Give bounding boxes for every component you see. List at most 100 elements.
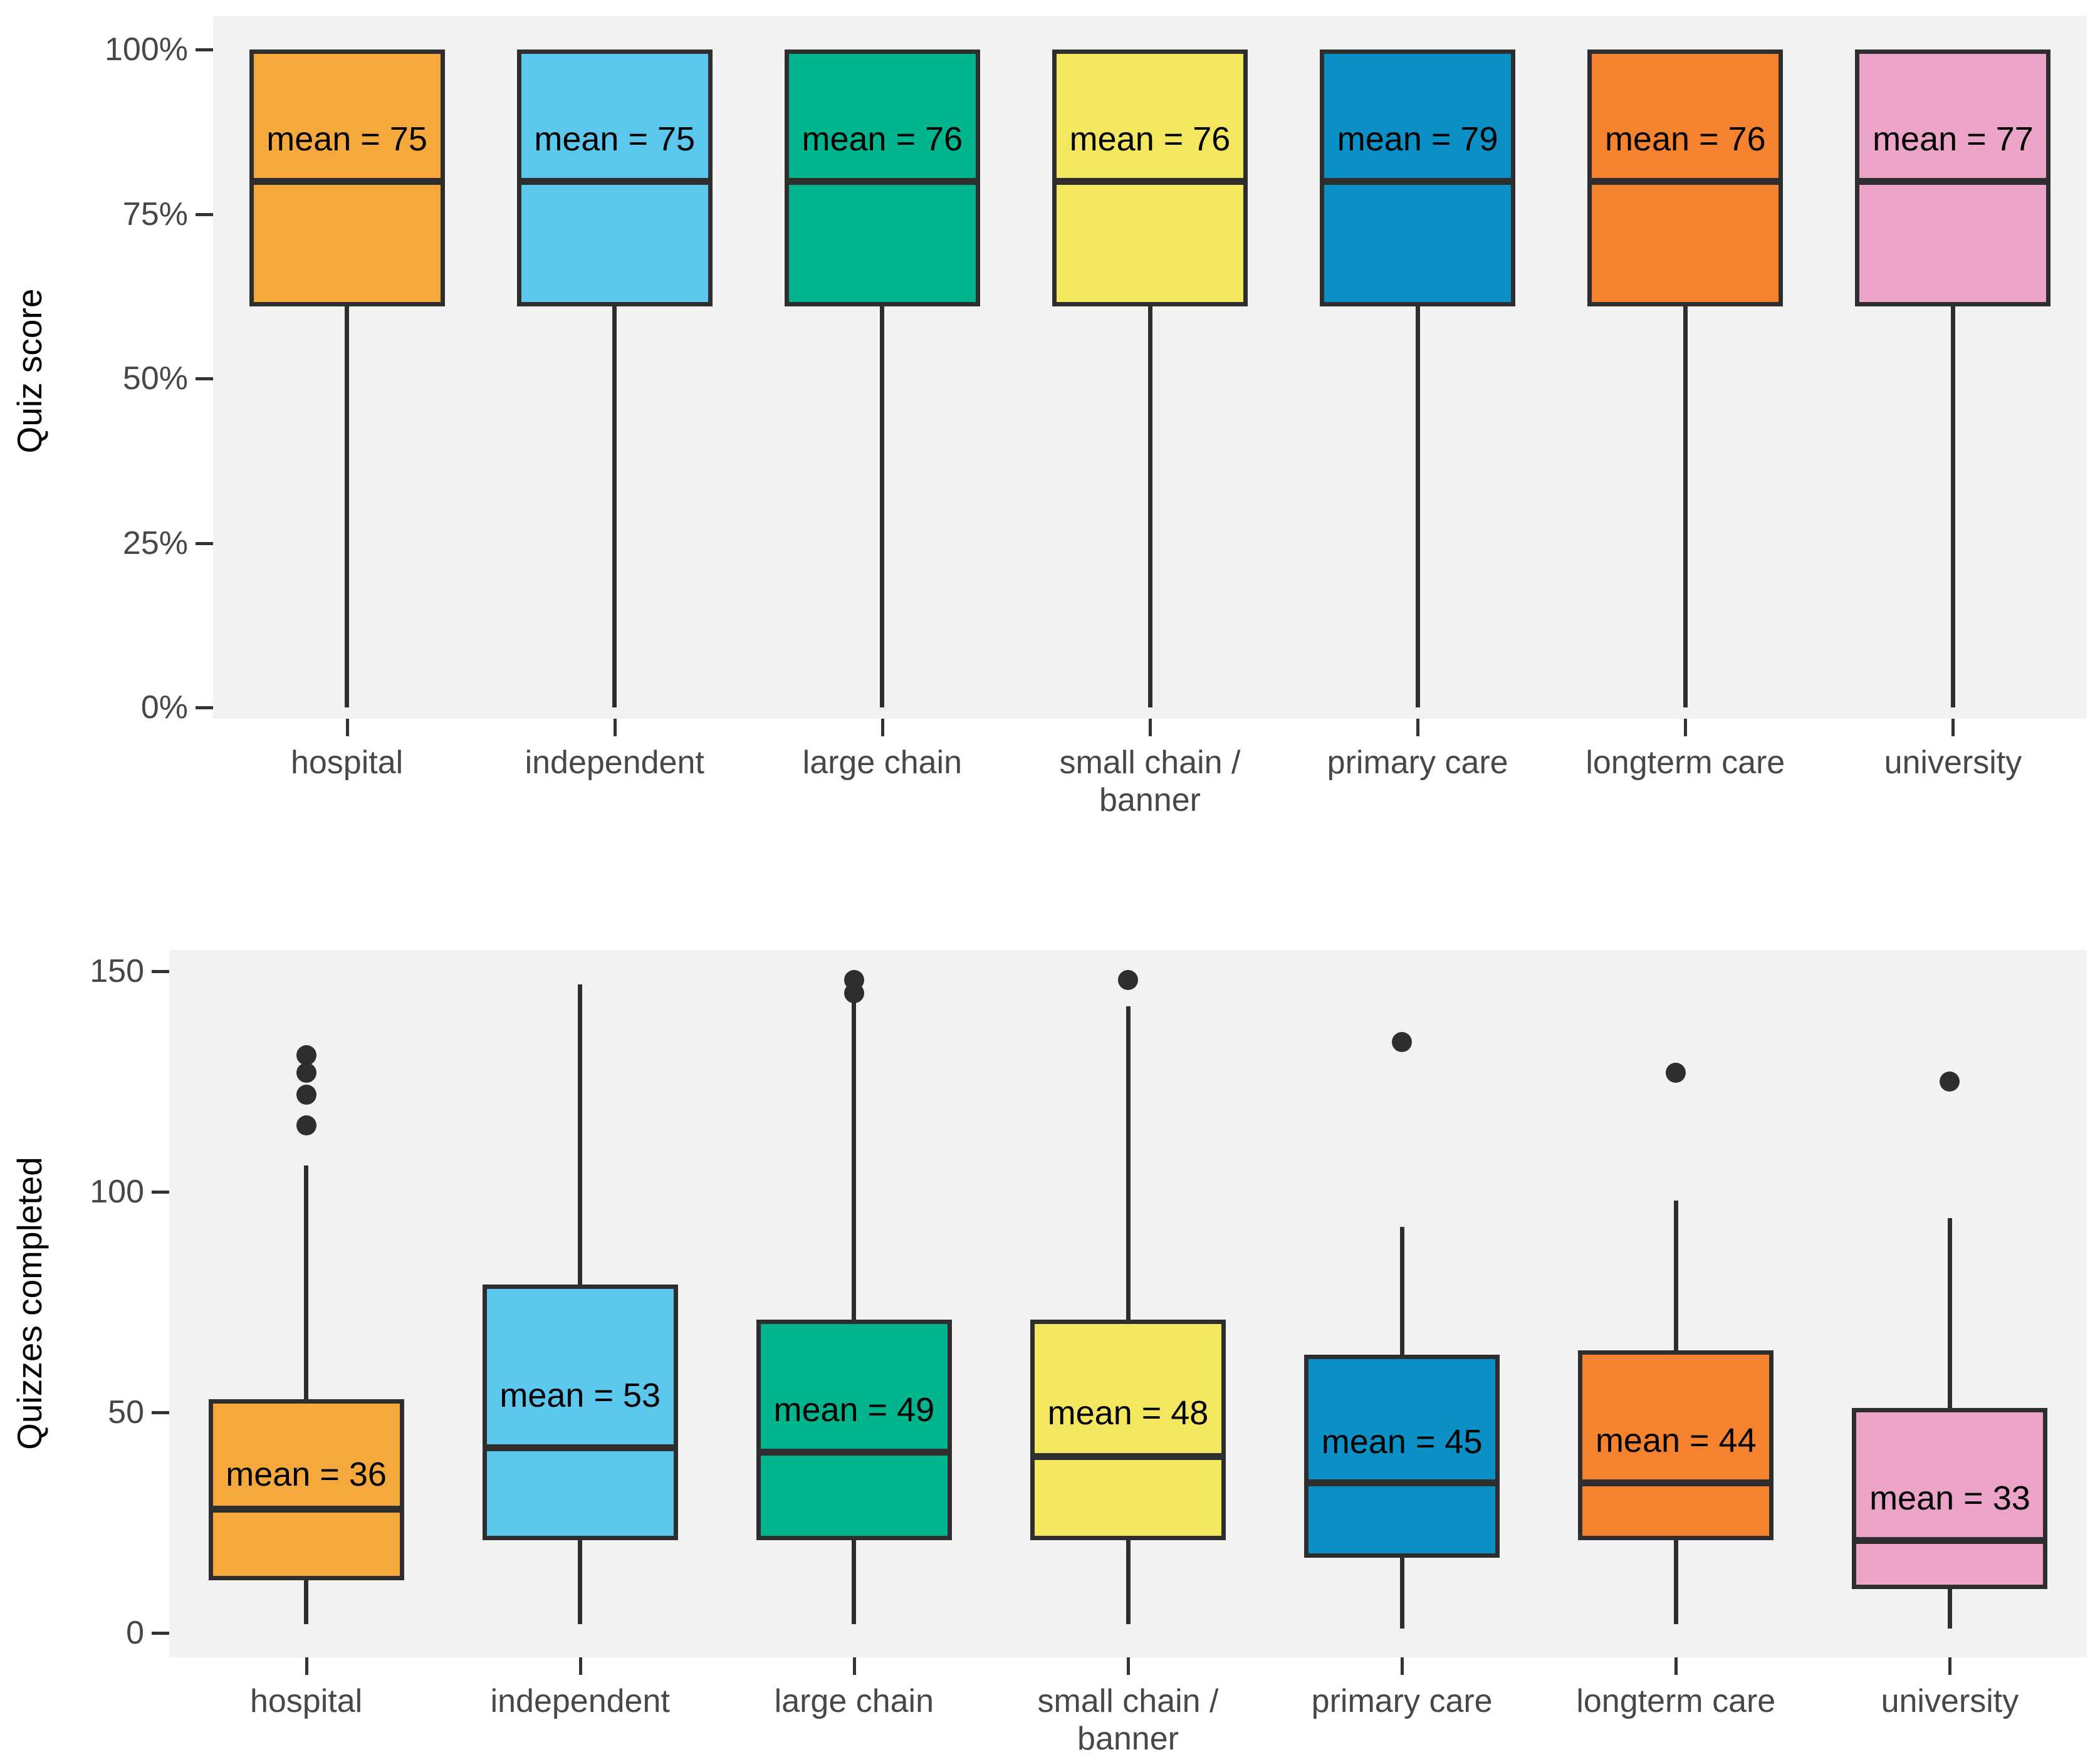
mean-annotation: mean = 76 <box>802 120 963 158</box>
y-tick-label: 100% <box>105 31 188 68</box>
y-tick-label: 50% <box>122 360 188 397</box>
y-axis-title-quizzes-completed: Quizzes completed <box>10 1157 49 1450</box>
box-longterm-care <box>1578 1350 1774 1541</box>
whisker-line <box>1415 50 1420 707</box>
outlier-point <box>1940 1071 1960 1092</box>
mean-annotation: mean = 79 <box>1337 120 1498 158</box>
category-label: university <box>1884 744 2022 781</box>
box-independent <box>482 1284 678 1541</box>
y-tick <box>152 1191 169 1194</box>
x-tick <box>1416 719 1420 736</box>
category-label: university <box>1881 1683 2019 1719</box>
mean-annotation: mean = 45 <box>1321 1423 1483 1461</box>
mean-annotation: mean = 44 <box>1595 1422 1757 1460</box>
y-tick-label: 0 <box>126 1615 144 1651</box>
category-label: independent <box>525 744 704 781</box>
x-tick <box>345 719 349 736</box>
median-line <box>756 1448 952 1456</box>
y-tick <box>196 48 213 51</box>
whisker-line <box>612 50 617 707</box>
y-tick-label: 25% <box>122 524 188 561</box>
median-line <box>1052 177 1248 185</box>
box-primary-care <box>1304 1355 1500 1558</box>
x-tick <box>1951 719 1955 736</box>
category-label: hospital <box>249 1683 363 1719</box>
category-label: large chain <box>802 744 963 781</box>
median-line <box>1320 177 1516 185</box>
y-tick <box>152 1411 169 1414</box>
y-tick <box>196 541 213 545</box>
median-line <box>784 177 980 185</box>
category-label: small chain / banner <box>1037 1683 1219 1757</box>
y-tick <box>196 212 213 216</box>
x-tick <box>1684 719 1688 736</box>
y-tick-label: 0% <box>140 689 188 726</box>
median-line <box>1587 177 1784 185</box>
mean-annotation: mean = 49 <box>773 1390 935 1429</box>
median-line <box>1855 177 2051 185</box>
mean-annotation: mean = 77 <box>1873 120 2034 158</box>
whisker-line <box>1126 1006 1131 1624</box>
box-small-chain-banner <box>1030 1320 1226 1541</box>
outlier-point <box>296 1085 316 1105</box>
category-label: hospital <box>290 744 404 781</box>
median-line <box>516 177 713 185</box>
whisker-line <box>345 50 350 707</box>
box-large-chain <box>756 1320 952 1541</box>
x-tick <box>1149 719 1152 736</box>
category-label: primary care <box>1327 744 1508 781</box>
mean-annotation: mean = 75 <box>266 120 427 158</box>
category-label: large chain <box>774 1683 934 1719</box>
median-line <box>1578 1479 1774 1487</box>
y-tick-label: 150 <box>90 953 144 989</box>
mean-annotation: mean = 48 <box>1047 1394 1209 1432</box>
x-tick <box>613 719 617 736</box>
mean-annotation: mean = 75 <box>534 120 696 158</box>
y-tick <box>196 706 213 709</box>
outlier-point <box>1118 970 1138 991</box>
outlier-point <box>844 983 864 1004</box>
x-tick <box>852 1657 856 1675</box>
median-line <box>1852 1536 2048 1544</box>
y-tick-label: 75% <box>122 195 188 232</box>
box-university <box>1852 1407 2048 1589</box>
whisker-line <box>304 1165 309 1624</box>
outlier-point <box>1666 1062 1686 1083</box>
outlier-point <box>296 1115 316 1136</box>
y-tick <box>152 1632 169 1635</box>
y-tick-label: 50 <box>108 1394 144 1431</box>
y-tick <box>152 970 169 973</box>
category-label: primary care <box>1311 1683 1493 1719</box>
x-tick <box>880 719 884 736</box>
mean-annotation: mean = 36 <box>226 1455 387 1493</box>
whisker-line <box>1950 50 1955 707</box>
mean-annotation: mean = 33 <box>1869 1479 2030 1517</box>
median-line <box>1304 1479 1500 1487</box>
outlier-point <box>296 1062 316 1083</box>
median-line <box>482 1444 678 1451</box>
whisker-line <box>880 50 885 707</box>
category-label: independent <box>490 1683 670 1719</box>
whisker-line <box>1683 50 1688 707</box>
x-tick <box>1948 1657 1952 1675</box>
mean-annotation: mean = 76 <box>1069 120 1231 158</box>
outlier-point <box>296 1045 316 1065</box>
category-label: longterm care <box>1585 744 1785 781</box>
outlier-point <box>1392 1031 1413 1052</box>
whisker-line <box>1147 50 1152 707</box>
x-tick <box>1674 1657 1678 1675</box>
y-tick <box>196 377 213 380</box>
median-line <box>208 1506 404 1513</box>
x-tick <box>1401 1657 1404 1675</box>
whisker-line <box>852 1002 857 1624</box>
category-label: small chain / banner <box>1059 744 1241 818</box>
median-line <box>1030 1452 1226 1460</box>
box-hospital <box>208 1399 404 1580</box>
mean-annotation: mean = 76 <box>1604 120 1766 158</box>
x-tick <box>578 1657 582 1675</box>
x-tick <box>305 1657 308 1675</box>
y-tick-label: 100 <box>90 1174 144 1210</box>
median-line <box>249 177 445 185</box>
mean-annotation: mean = 53 <box>499 1376 661 1414</box>
